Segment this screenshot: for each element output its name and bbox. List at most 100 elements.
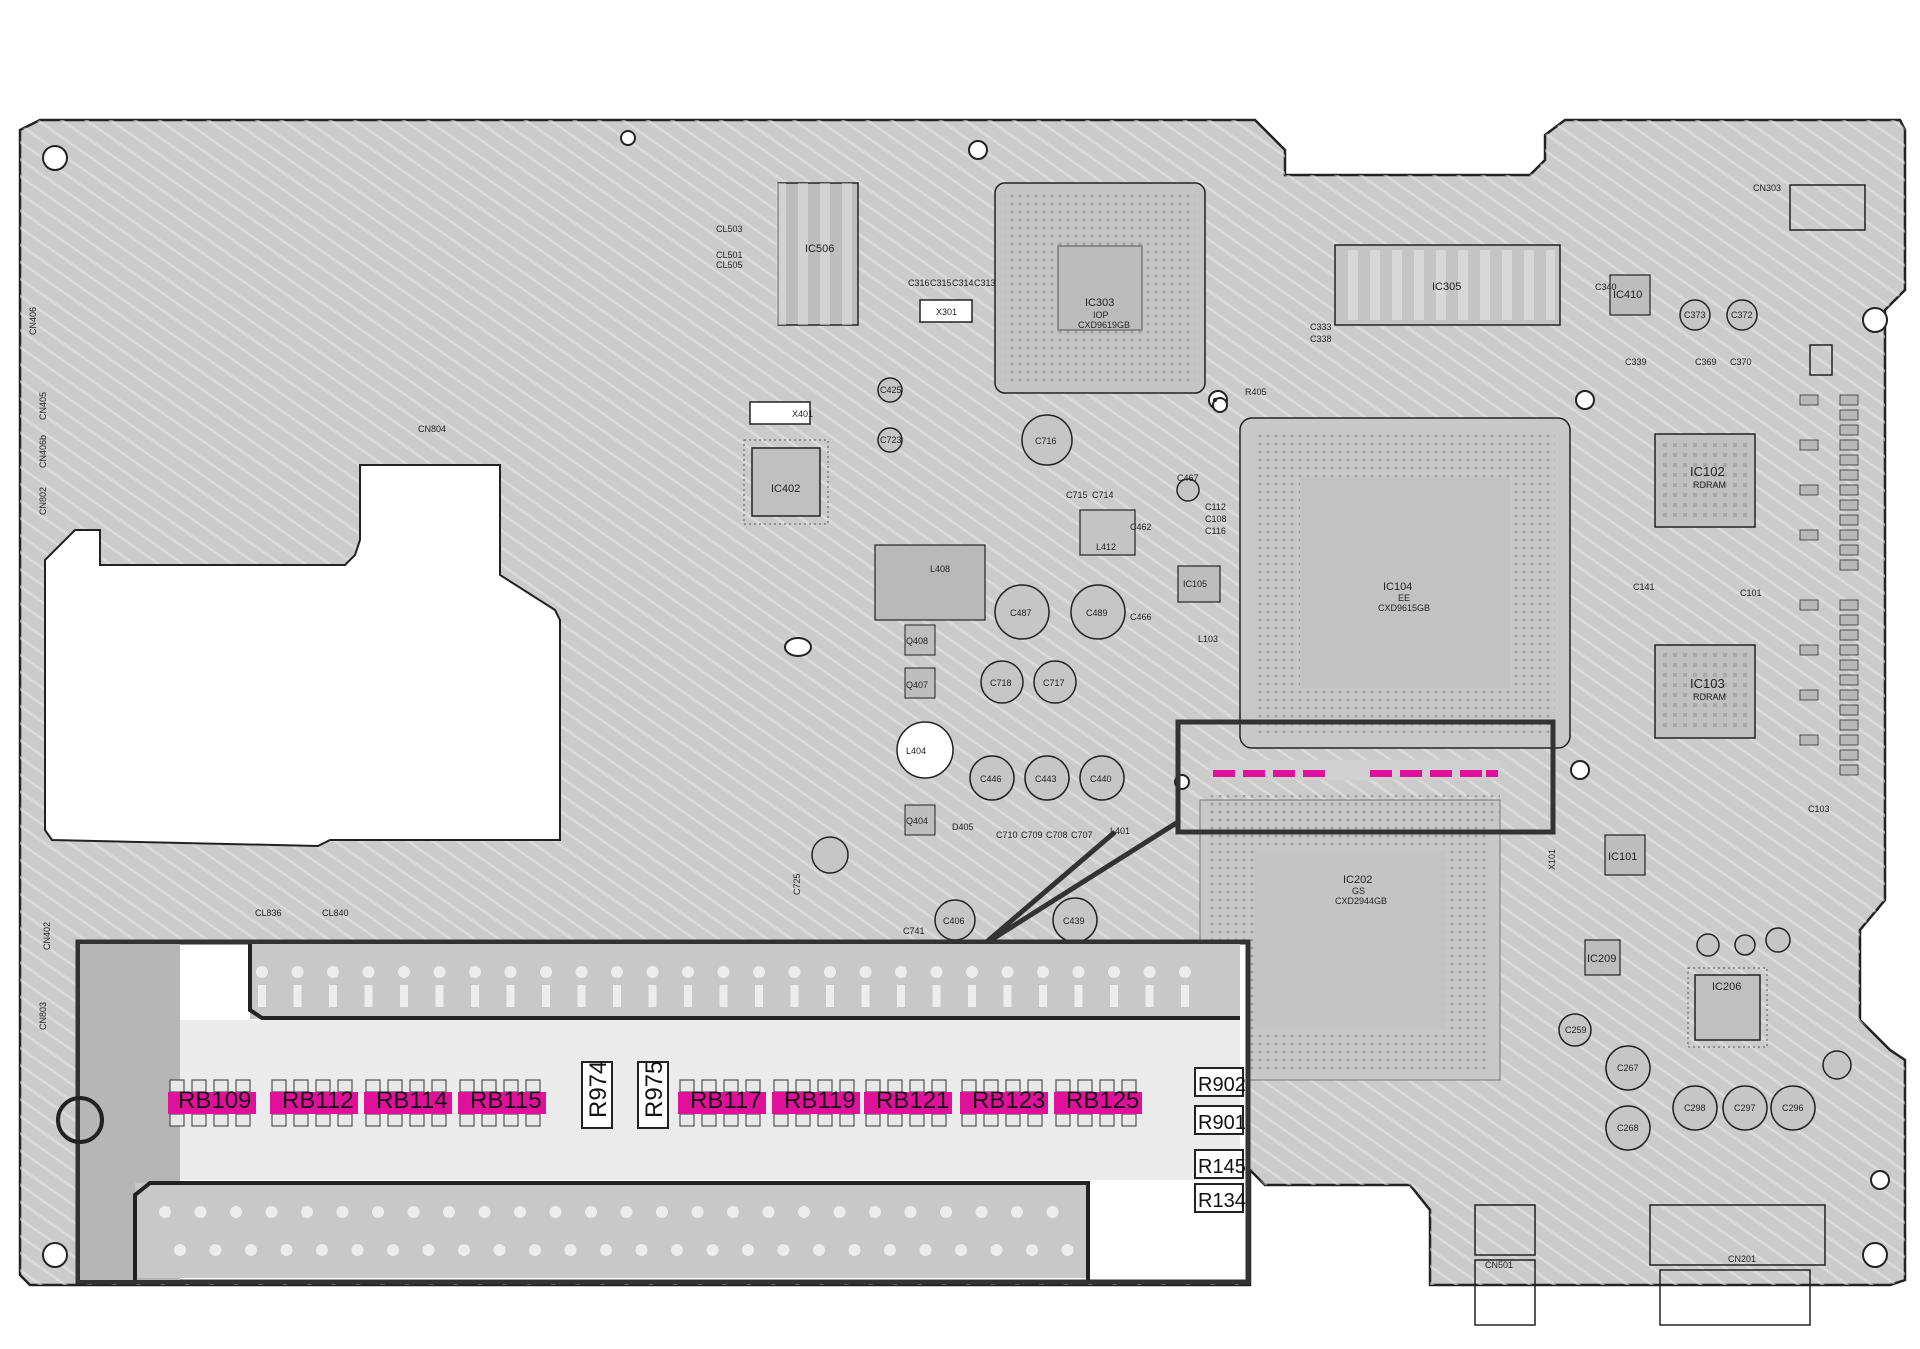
label-c467: C467: [1177, 473, 1199, 483]
ic209-package: [1584, 939, 1621, 976]
zoom-bottom-pad: [706, 1244, 719, 1256]
zoom-top-pad: [1072, 966, 1085, 978]
zoom-rb-body: [864, 1092, 952, 1114]
label-ic103-sub1: RDRAM: [1693, 692, 1726, 702]
label-c296: C296: [1782, 1103, 1804, 1113]
zoom-rb-pad: [817, 1113, 833, 1127]
l412-inductor: [1079, 509, 1136, 556]
label-r902: R902: [1198, 1074, 1246, 1096]
zoom-bottom-pad: [174, 1244, 186, 1256]
label-c487: C487: [1010, 608, 1032, 618]
zoom-top-pad: [859, 966, 872, 978]
zoom-top-trace: [1110, 985, 1118, 1007]
label-c297: C297: [1734, 1103, 1756, 1113]
zoom-top-trace: [1145, 985, 1154, 1007]
label-ic103: IC103: [1690, 676, 1725, 691]
x401-crystal: [749, 401, 811, 425]
zoom-top-pad: [966, 966, 978, 978]
label-c489: C489: [1086, 608, 1108, 618]
label-ic410: IC410: [1613, 289, 1642, 301]
zoom-bottom-pad: [280, 1244, 293, 1256]
zoom-bottom-pad: [940, 1206, 952, 1218]
label-cl505: CL505: [716, 260, 743, 270]
label-cn406b: CN406b: [38, 435, 48, 468]
label-c112: C112: [1205, 502, 1226, 512]
zoom-rb-pad: [293, 1113, 309, 1127]
zoom-top-trace: [1074, 985, 1083, 1007]
zoom-rb-body: [270, 1092, 358, 1114]
zoom-rb-pad: [1027, 1113, 1043, 1127]
label-ic102: IC102: [1690, 464, 1725, 479]
chip-labels: IC506 IC303 IOP CXD9619GB IC305 IC410 IC…: [771, 243, 1741, 993]
zoom-bottom-pad: [372, 1206, 384, 1218]
label-ic104-sub2: CXD9615GB: [1378, 603, 1430, 613]
zoom-top-pad: [1108, 966, 1120, 978]
zoom-top-pad: [682, 966, 694, 978]
zoom-bottom-pad: [975, 1206, 988, 1218]
label-r901: R901: [1198, 1112, 1246, 1134]
label-r145: R145: [1198, 1156, 1246, 1178]
zoom-top-trace: [364, 985, 373, 1007]
zoom-bottom-pad: [209, 1244, 222, 1256]
zoom-rb-pad: [235, 1113, 251, 1127]
zoom-top-trace: [648, 985, 657, 1007]
zoom-top-trace: [329, 985, 337, 1007]
zoom-bottom-pad: [1011, 1206, 1023, 1218]
zoom-top-trace: [506, 985, 515, 1007]
zoom-top-pad: [895, 966, 907, 978]
zoom-top-pad: [753, 966, 765, 978]
ic101-package: [1604, 834, 1646, 876]
label-c741: C741: [903, 926, 925, 936]
label-ic104: IC104: [1383, 581, 1412, 593]
zoom-top-trace: [755, 985, 763, 1007]
zoom-bottom-pad: [777, 1244, 790, 1256]
label-c710: C710: [996, 830, 1018, 840]
zoom-top-pad: [469, 966, 481, 978]
label-c715: C715: [1066, 490, 1088, 500]
label-rb114: RB114: [376, 1087, 448, 1114]
ic103-package: [1654, 644, 1756, 739]
zoom-top-pad: [575, 966, 588, 978]
zoom-rb-body: [772, 1092, 860, 1114]
zoom-bottom-pad: [230, 1206, 242, 1218]
zoom-rb-pad: [1077, 1113, 1093, 1127]
zoom-rb-pad: [365, 1113, 381, 1127]
label-c369: C369: [1695, 357, 1717, 367]
label-c338: C338: [1310, 334, 1332, 344]
zoom-bottom-pad: [600, 1244, 612, 1256]
zoom-top-trace: [435, 985, 444, 1007]
zoom-top-pad: [504, 966, 517, 978]
zoom-bottom-pad: [1026, 1244, 1038, 1256]
label-cl501: CL501: [716, 250, 743, 260]
label-ic202: IC202: [1343, 874, 1372, 886]
zoom-top-pad: [291, 966, 304, 978]
label-cn405: CN405: [38, 392, 48, 420]
zoom-top-trace: [861, 985, 870, 1007]
zoom-top-trace: [577, 985, 586, 1007]
zoom-top-pad: [824, 966, 836, 978]
label-r134: R134: [1198, 1190, 1246, 1212]
zoom-rb-pad: [839, 1113, 855, 1127]
label-c315: C315: [930, 278, 952, 288]
label-c141: C141: [1633, 582, 1655, 592]
zoom-rb-pad: [481, 1113, 497, 1127]
zoom-top-trace: [613, 985, 621, 1007]
q404-transistor: [904, 804, 936, 836]
zoom-top-pad: [1179, 966, 1191, 978]
zoom-bottom-pad: [316, 1244, 328, 1256]
passive-rows: [1799, 394, 1859, 776]
zoom-bottom-pad: [813, 1244, 825, 1256]
zoom-bottom-pad: [869, 1206, 881, 1218]
zoom-bottom-pad: [742, 1244, 754, 1256]
label-cn303: CN303: [1753, 183, 1781, 193]
zoom-top-pad: [1037, 966, 1049, 978]
l408-inductor: [874, 544, 986, 621]
zoom-rb-pad: [773, 1113, 789, 1127]
ic102-package: [1654, 433, 1756, 528]
zoom-rb-body: [458, 1092, 546, 1114]
zoom-top-trace: [932, 985, 941, 1007]
zoom-rb-pad: [213, 1113, 229, 1127]
label-ic402: IC402: [771, 483, 800, 495]
connectors: [1474, 184, 1866, 1326]
zoom-bottom-pad: [422, 1244, 435, 1256]
